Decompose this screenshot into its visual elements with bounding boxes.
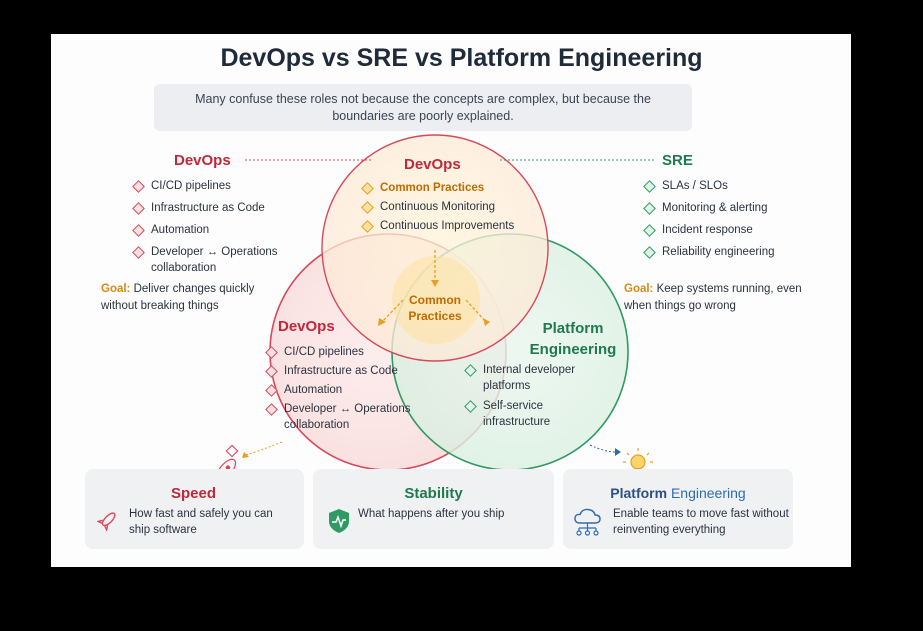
rocket-icon — [97, 512, 116, 531]
diamond-icon — [265, 346, 278, 359]
left-circle-heading: DevOps — [278, 318, 335, 335]
diamond-icon — [132, 246, 145, 259]
stability-box: Stability What happens after you ship — [313, 469, 554, 549]
left-panel-heading: DevOps — [174, 152, 231, 169]
diamond-icon — [132, 202, 145, 215]
list-item: Incident response — [643, 222, 804, 238]
diamond-icon — [265, 403, 278, 416]
diamond-icon — [643, 202, 656, 215]
diamond-icon — [265, 384, 278, 397]
diamond-icon — [361, 201, 374, 214]
list-item: SLAs / SLOs — [643, 178, 804, 194]
center-label: Common Practices — [408, 293, 462, 323]
shield-icon — [329, 509, 349, 533]
center-arrows — [381, 250, 487, 323]
stability-title: Stability — [404, 485, 463, 502]
platform-title: Platform Engineering — [610, 485, 746, 501]
list-item: Continuous Improvements — [361, 218, 542, 234]
list-item: Infrastructure as Code — [265, 363, 426, 379]
speed-title: Speed — [170, 485, 216, 502]
diamond-icon — [265, 365, 278, 378]
top-circle-list: Common Practices Continuous Monitoring C… — [361, 180, 542, 237]
list-item: Continuous Monitoring — [361, 199, 542, 215]
list-item: Infrastructure as Code — [132, 200, 303, 216]
list-item: Internal developer platforms — [464, 362, 605, 394]
list-item: Developer ↔ Operations collaboration — [265, 401, 426, 433]
right-circle-heading: Platform Engineering — [529, 320, 617, 358]
speed-box: Speed How fast and safely you can ship s… — [85, 469, 304, 549]
platform-text: Enable teams to move fast without reinve… — [613, 508, 789, 536]
diamond-accent-icon — [225, 444, 239, 458]
list-item: Developer ↔ Operations collaboration — [132, 244, 303, 276]
left-goal: Goal: Deliver changes quickly without br… — [101, 283, 255, 312]
cloud-network-icon — [574, 508, 601, 536]
list-item: Automation — [132, 222, 303, 238]
list-item: CI/CD pipelines — [132, 178, 303, 194]
arrow-to-speed — [245, 441, 283, 456]
subtitle-box: Many confuse these roles not because the… — [154, 84, 692, 131]
diamond-icon — [361, 220, 374, 233]
list-item: Self-service infrastructure — [464, 398, 605, 430]
right-circle-list: Internal developer platforms Self-servic… — [464, 362, 605, 434]
top-circle-heading: DevOps — [404, 156, 461, 173]
diamond-icon — [132, 180, 145, 193]
stability-text: What happens after you ship — [358, 508, 505, 520]
list-item: Common Practices — [361, 180, 542, 196]
list-item: Reliability engineering — [643, 244, 804, 260]
diamond-icon — [643, 224, 656, 237]
right-goal: Goal: Keep systems running, even when th… — [624, 283, 802, 312]
diamond-icon — [464, 364, 477, 377]
right-panel-heading: SRE — [662, 152, 693, 169]
diamond-icon — [643, 246, 656, 259]
speed-text: How fast and safely you can ship softwar… — [129, 508, 273, 536]
left-panel-list: CI/CD pipelines Infrastructure as Code A… — [132, 178, 303, 282]
list-item: Automation — [265, 382, 426, 398]
diamond-icon — [464, 400, 477, 413]
right-panel-list: SLAs / SLOs Monitoring & alerting Incide… — [643, 178, 804, 266]
diamond-icon — [132, 224, 145, 237]
arrow-to-platform — [589, 444, 617, 453]
list-item: CI/CD pipelines — [265, 344, 426, 360]
diamond-icon — [643, 180, 656, 193]
left-circle-list: CI/CD pipelines Infrastructure as Code A… — [265, 344, 426, 436]
list-item: Monitoring & alerting — [643, 200, 804, 216]
center-glow — [392, 256, 480, 344]
circle-top — [321, 134, 549, 362]
platform-box: Platform Engineering Enable teams to mov… — [563, 469, 793, 549]
page-title: DevOps vs SRE vs Platform Engineering — [220, 44, 703, 72]
diamond-icon — [361, 182, 374, 195]
